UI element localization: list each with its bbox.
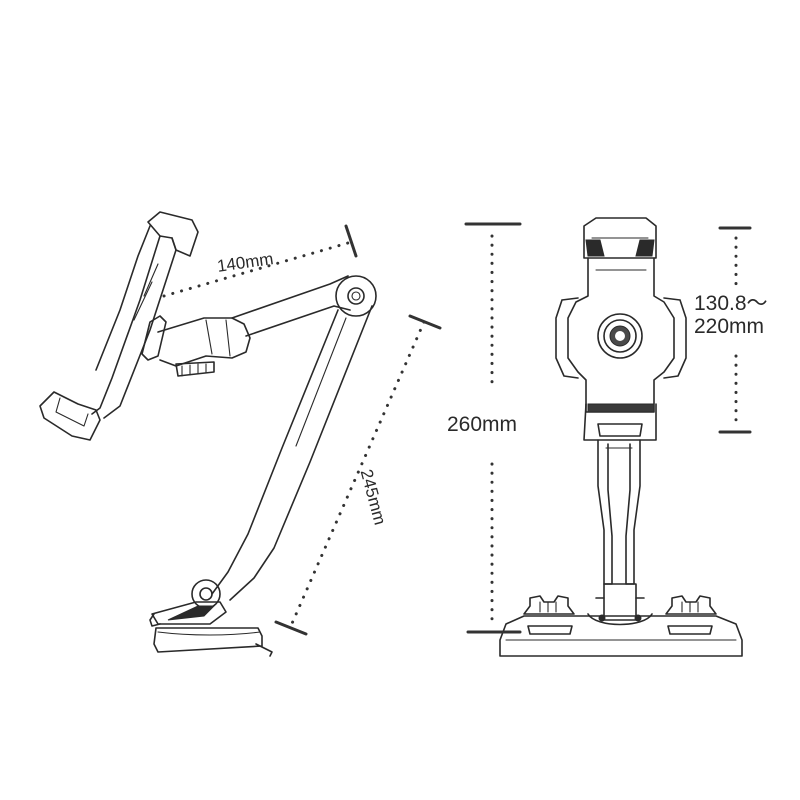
side-base <box>149 579 273 657</box>
front-base <box>499 583 743 657</box>
front-view <box>464 217 752 657</box>
dim-140mm-line <box>162 224 358 298</box>
front-stem <box>597 439 641 585</box>
side-tablet-holder <box>39 211 199 441</box>
dim-clamp-range-line <box>718 226 752 434</box>
clamp-range-label: 130.8～ 220mm <box>694 292 768 338</box>
total-height-label: 260mm <box>447 413 518 436</box>
side-lower-arm <box>211 305 373 601</box>
side-view <box>39 211 442 657</box>
front-holder-body <box>555 257 687 441</box>
side-holder-neck <box>157 317 251 377</box>
front-top-clamp <box>583 217 657 259</box>
clamp-range-min: 130.8～ <box>694 292 768 315</box>
dim-245mm-line <box>274 314 442 636</box>
dim-260mm-line <box>464 222 522 634</box>
clamp-range-max: 220mm <box>694 315 765 339</box>
side-upper-arm <box>231 275 377 337</box>
